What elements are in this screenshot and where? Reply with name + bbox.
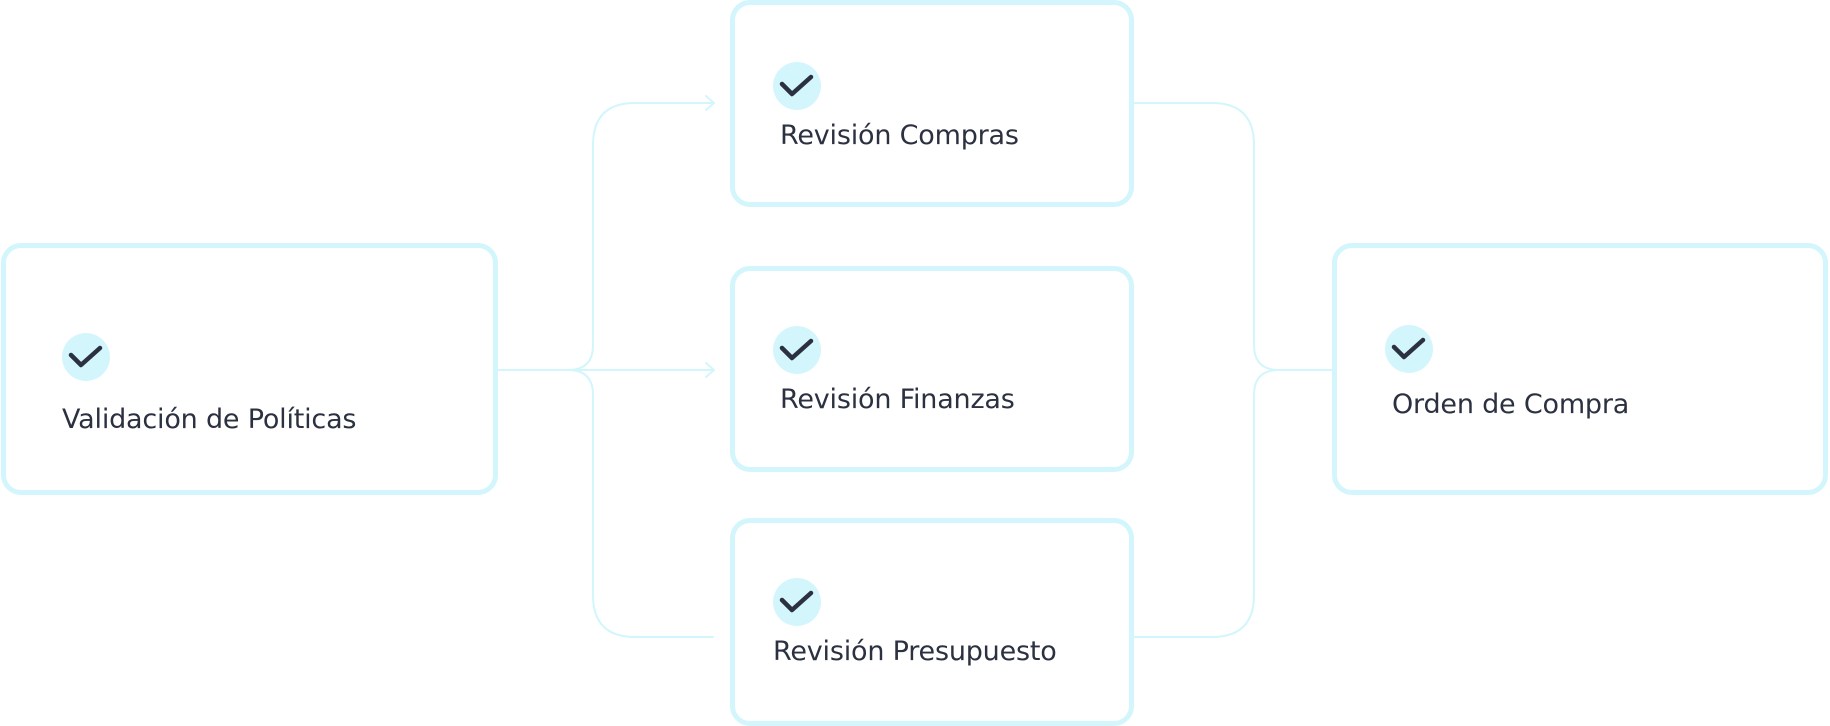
check-icon: [773, 326, 821, 374]
node-revision-presupuesto[interactable]: Revisión Presupuesto: [730, 518, 1134, 726]
node-label: Revisión Finanzas: [780, 384, 1015, 415]
edge-compras-orden: [1133, 102, 1333, 371]
node-revision-finanzas[interactable]: Revisión Finanzas: [730, 266, 1134, 472]
check-icon: [62, 333, 110, 381]
node-label: Orden de Compra: [1392, 389, 1630, 420]
edge-validacion-compras: [497, 102, 714, 371]
node-validacion-politicas[interactable]: Validación de Políticas: [1, 243, 498, 495]
edge-presupuesto-orden: [1133, 369, 1280, 638]
arrowhead-compras: [705, 95, 715, 111]
node-label: Validación de Políticas: [62, 404, 357, 435]
check-icon: [773, 62, 821, 110]
check-icon: [1385, 325, 1433, 373]
arrowhead-finanzas: [705, 362, 715, 378]
edge-validacion-presupuesto: [567, 369, 714, 638]
node-label: Revisión Compras: [780, 120, 1019, 151]
node-label: Revisión Presupuesto: [773, 636, 1057, 667]
node-revision-compras[interactable]: Revisión Compras: [730, 0, 1134, 207]
node-orden-de-compra[interactable]: Orden de Compra: [1332, 243, 1828, 495]
check-icon: [773, 578, 821, 626]
